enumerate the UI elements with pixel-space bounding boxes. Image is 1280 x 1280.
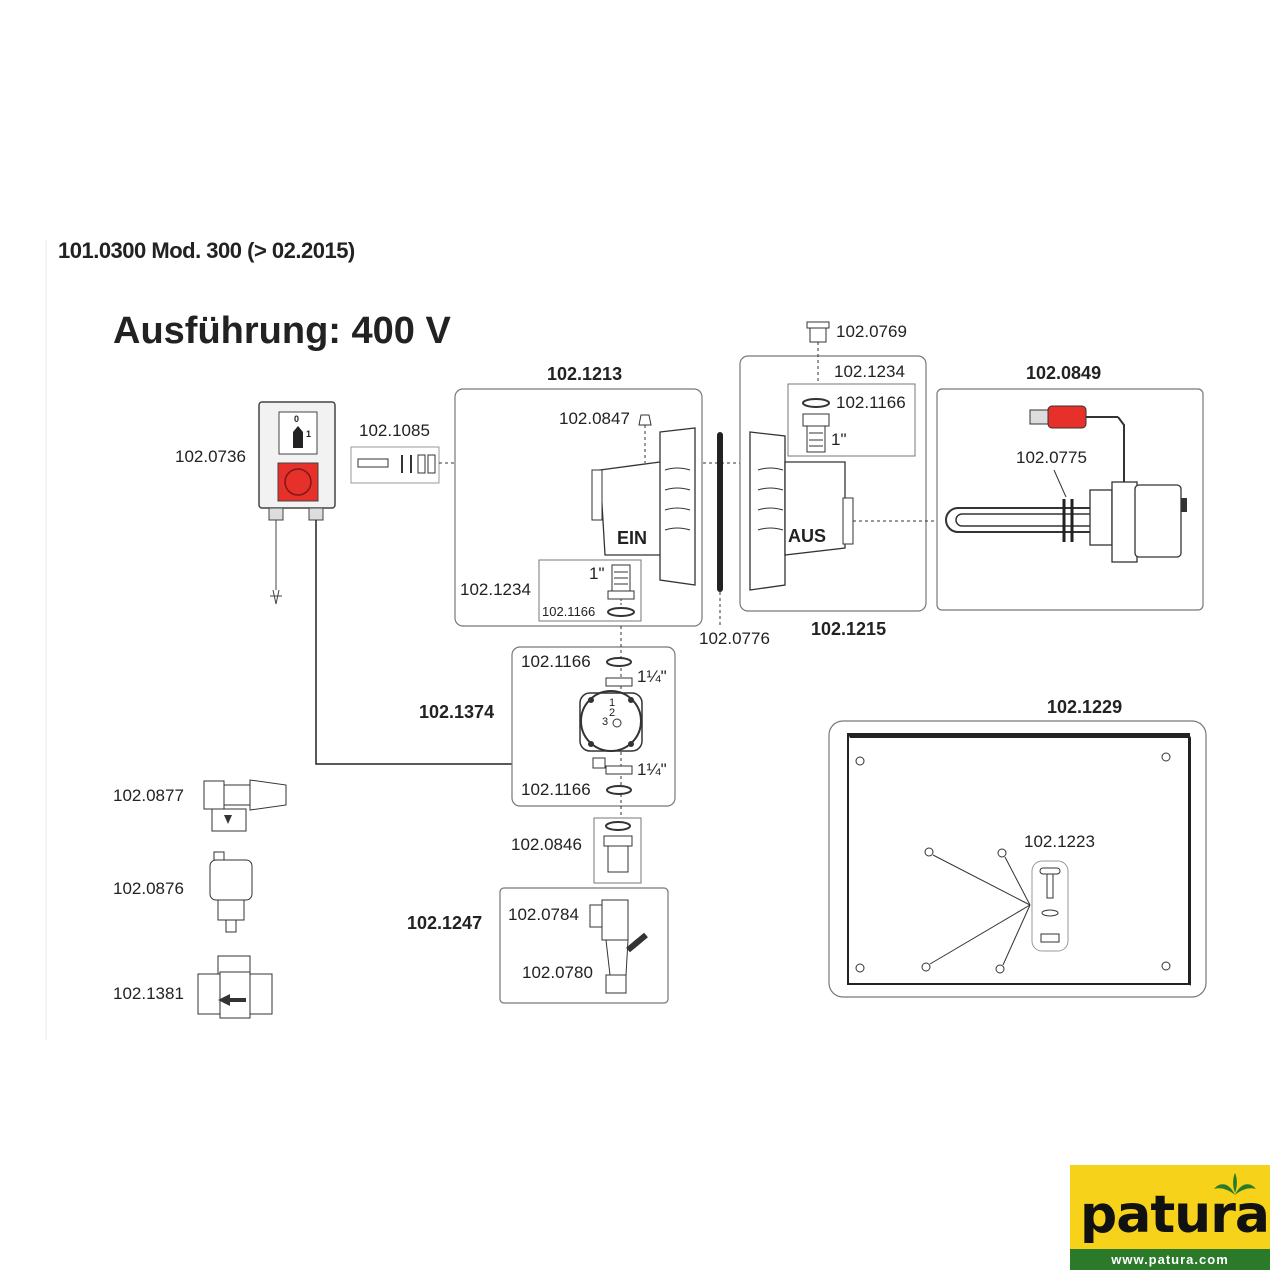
connector-drawing	[593, 817, 642, 884]
label-connector: 102.0846	[511, 835, 582, 854]
logo-wordmark: patura	[1080, 1185, 1270, 1245]
leaf-icon	[1214, 1173, 1256, 1195]
label-ein: EIN	[617, 528, 648, 548]
label-switch-pos-0: 0	[294, 414, 300, 424]
label-valve-group: 102.1247	[407, 913, 483, 933]
pump-drawing	[511, 626, 676, 870]
valve-group-drawing	[499, 887, 669, 1004]
label-aus: AUS	[788, 526, 827, 546]
label-pump-gasket-top: 102.1166	[521, 652, 591, 671]
check-valve-drawing	[197, 955, 273, 1019]
heater-drawing	[936, 388, 1204, 611]
label-heater-cable: 102.0775	[1016, 448, 1087, 467]
label-pump-gasket-bottom: 102.1166	[521, 780, 591, 799]
label-t-piece: 102.0784	[508, 905, 579, 924]
label-switchbox: 102.0736	[175, 447, 246, 466]
label-heater-group: 102.0849	[1026, 363, 1102, 383]
label-bolt-set: 102.1085	[359, 421, 430, 440]
label-pump-thread-bottom: 1¼"	[637, 760, 667, 779]
label-front-tank-group: 102.1213	[547, 364, 623, 384]
label-cover-screw: 102.1223	[1024, 832, 1095, 851]
label-seal-ring: 102.0776	[699, 629, 770, 648]
label-pump-speed-2: 2	[609, 707, 616, 719]
label-front-gasket: 102.1166	[542, 604, 596, 619]
label-pump-speed-3: 3	[602, 716, 609, 728]
label-cover-group: 102.1229	[1047, 697, 1123, 717]
label-rear-cap: 102.0769	[836, 322, 907, 341]
bolt-set-drawing	[350, 446, 760, 484]
rear-tank-drawing	[739, 321, 945, 612]
switchbox-drawing	[258, 401, 597, 765]
label-rear-nipple-group: 102.1234	[834, 362, 905, 381]
page-header: 101.0300 Mod. 300 (> 02.2015)	[58, 238, 355, 263]
label-drain-valve: 102.0780	[522, 963, 593, 982]
label-vent-valve: 102.0847	[559, 409, 630, 428]
label-pump-speed-1: 1	[609, 697, 616, 709]
air-vent-drawing	[209, 851, 253, 933]
label-front-thread: 1"	[589, 564, 605, 583]
seal-ring-drawing	[717, 432, 723, 628]
safety-valve-drawing	[203, 779, 287, 832]
label-safety-valve: 102.0877	[113, 786, 184, 805]
label-pump-thread-top: 1¼"	[637, 667, 667, 686]
label-pump-group: 102.1374	[419, 702, 495, 722]
patura-logo: patura www.patura.com	[1070, 1165, 1270, 1270]
label-rear-gasket: 102.1166	[836, 393, 906, 412]
label-check-valve: 102.1381	[113, 984, 184, 1003]
logo-url: www.patura.com	[1070, 1249, 1270, 1270]
label-switch-pos-1: 1	[306, 429, 312, 439]
page-title: Ausführung: 400 V	[113, 310, 451, 352]
label-air-vent: 102.0876	[113, 879, 184, 898]
cover-drawing	[828, 720, 1207, 998]
label-rear-tank-group: 102.1215	[811, 619, 887, 639]
front-tank-drawing	[454, 388, 703, 627]
label-front-nipple-group: 102.1234	[460, 580, 531, 599]
label-rear-thread: 1"	[831, 430, 847, 449]
